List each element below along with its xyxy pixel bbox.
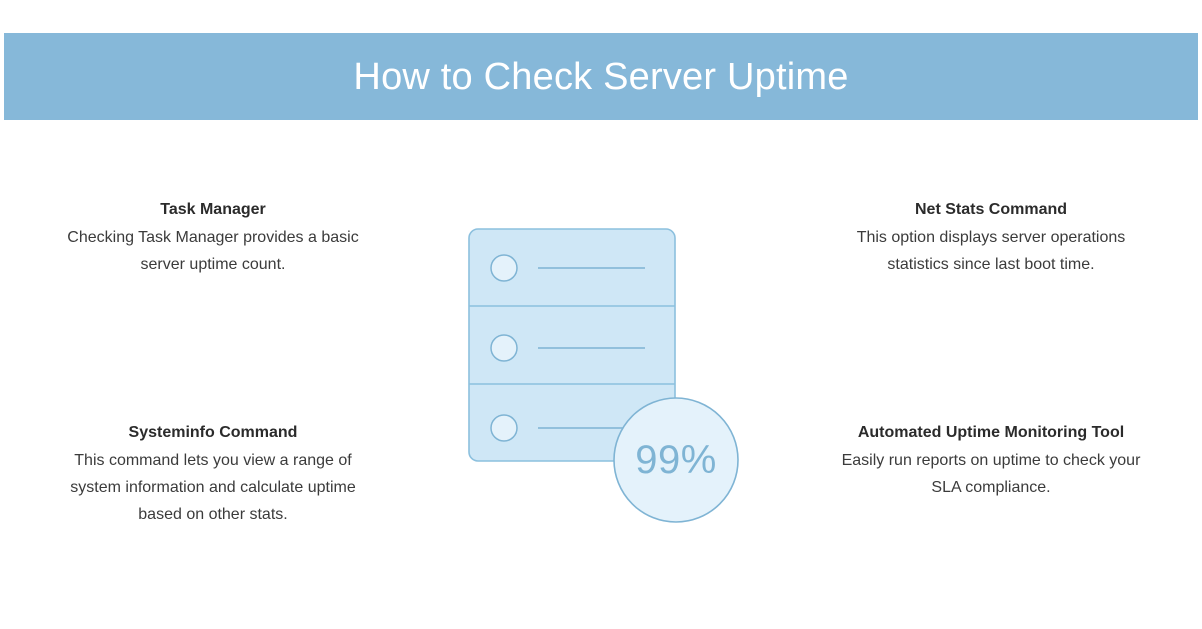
block-body-automated-uptime-monitoring-tool: Easily run reports on uptime to check yo… [841,452,1141,496]
block-body-systeminfo-command: This command lets you view a range of sy… [70,452,356,523]
rack-row-indicator-icon [490,334,518,362]
block-heading-net-stats-command: Net Stats Command [914,201,1068,218]
server-rack-illustration: 99% [460,220,750,535]
info-block-net-stats-command: Net Stats Command This option displays s… [841,196,1141,278]
block-heading-automated-uptime-monitoring-tool: Automated Uptime Monitoring Tool [857,424,1125,441]
block-body-net-stats-command: This option displays server operations s… [856,229,1126,273]
uptime-badge: 99% [613,397,739,523]
uptime-badge-circle [613,397,739,523]
rack-row-indicator-icon [490,414,518,442]
info-block-systeminfo-command: Systeminfo Command This command lets you… [63,419,363,528]
page-title: How to Check Server Uptime [353,55,849,98]
info-block-automated-uptime-monitoring-tool: Automated Uptime Monitoring Tool Easily … [841,419,1141,501]
block-heading-systeminfo-command: Systeminfo Command [128,424,298,441]
server-rack-outline [468,228,676,462]
rack-row-1 [490,254,645,282]
block-body-task-manager: Checking Task Manager provides a basic s… [67,229,359,273]
block-heading-task-manager: Task Manager [160,201,266,218]
header-banner: How to Check Server Uptime [4,33,1198,120]
server-rack-body [468,228,676,462]
uptime-badge-value: 99% [635,438,717,482]
rack-row-indicator-icon [490,254,518,282]
rack-row-2 [490,334,645,362]
info-block-task-manager: Task Manager Checking Task Manager provi… [63,196,363,278]
